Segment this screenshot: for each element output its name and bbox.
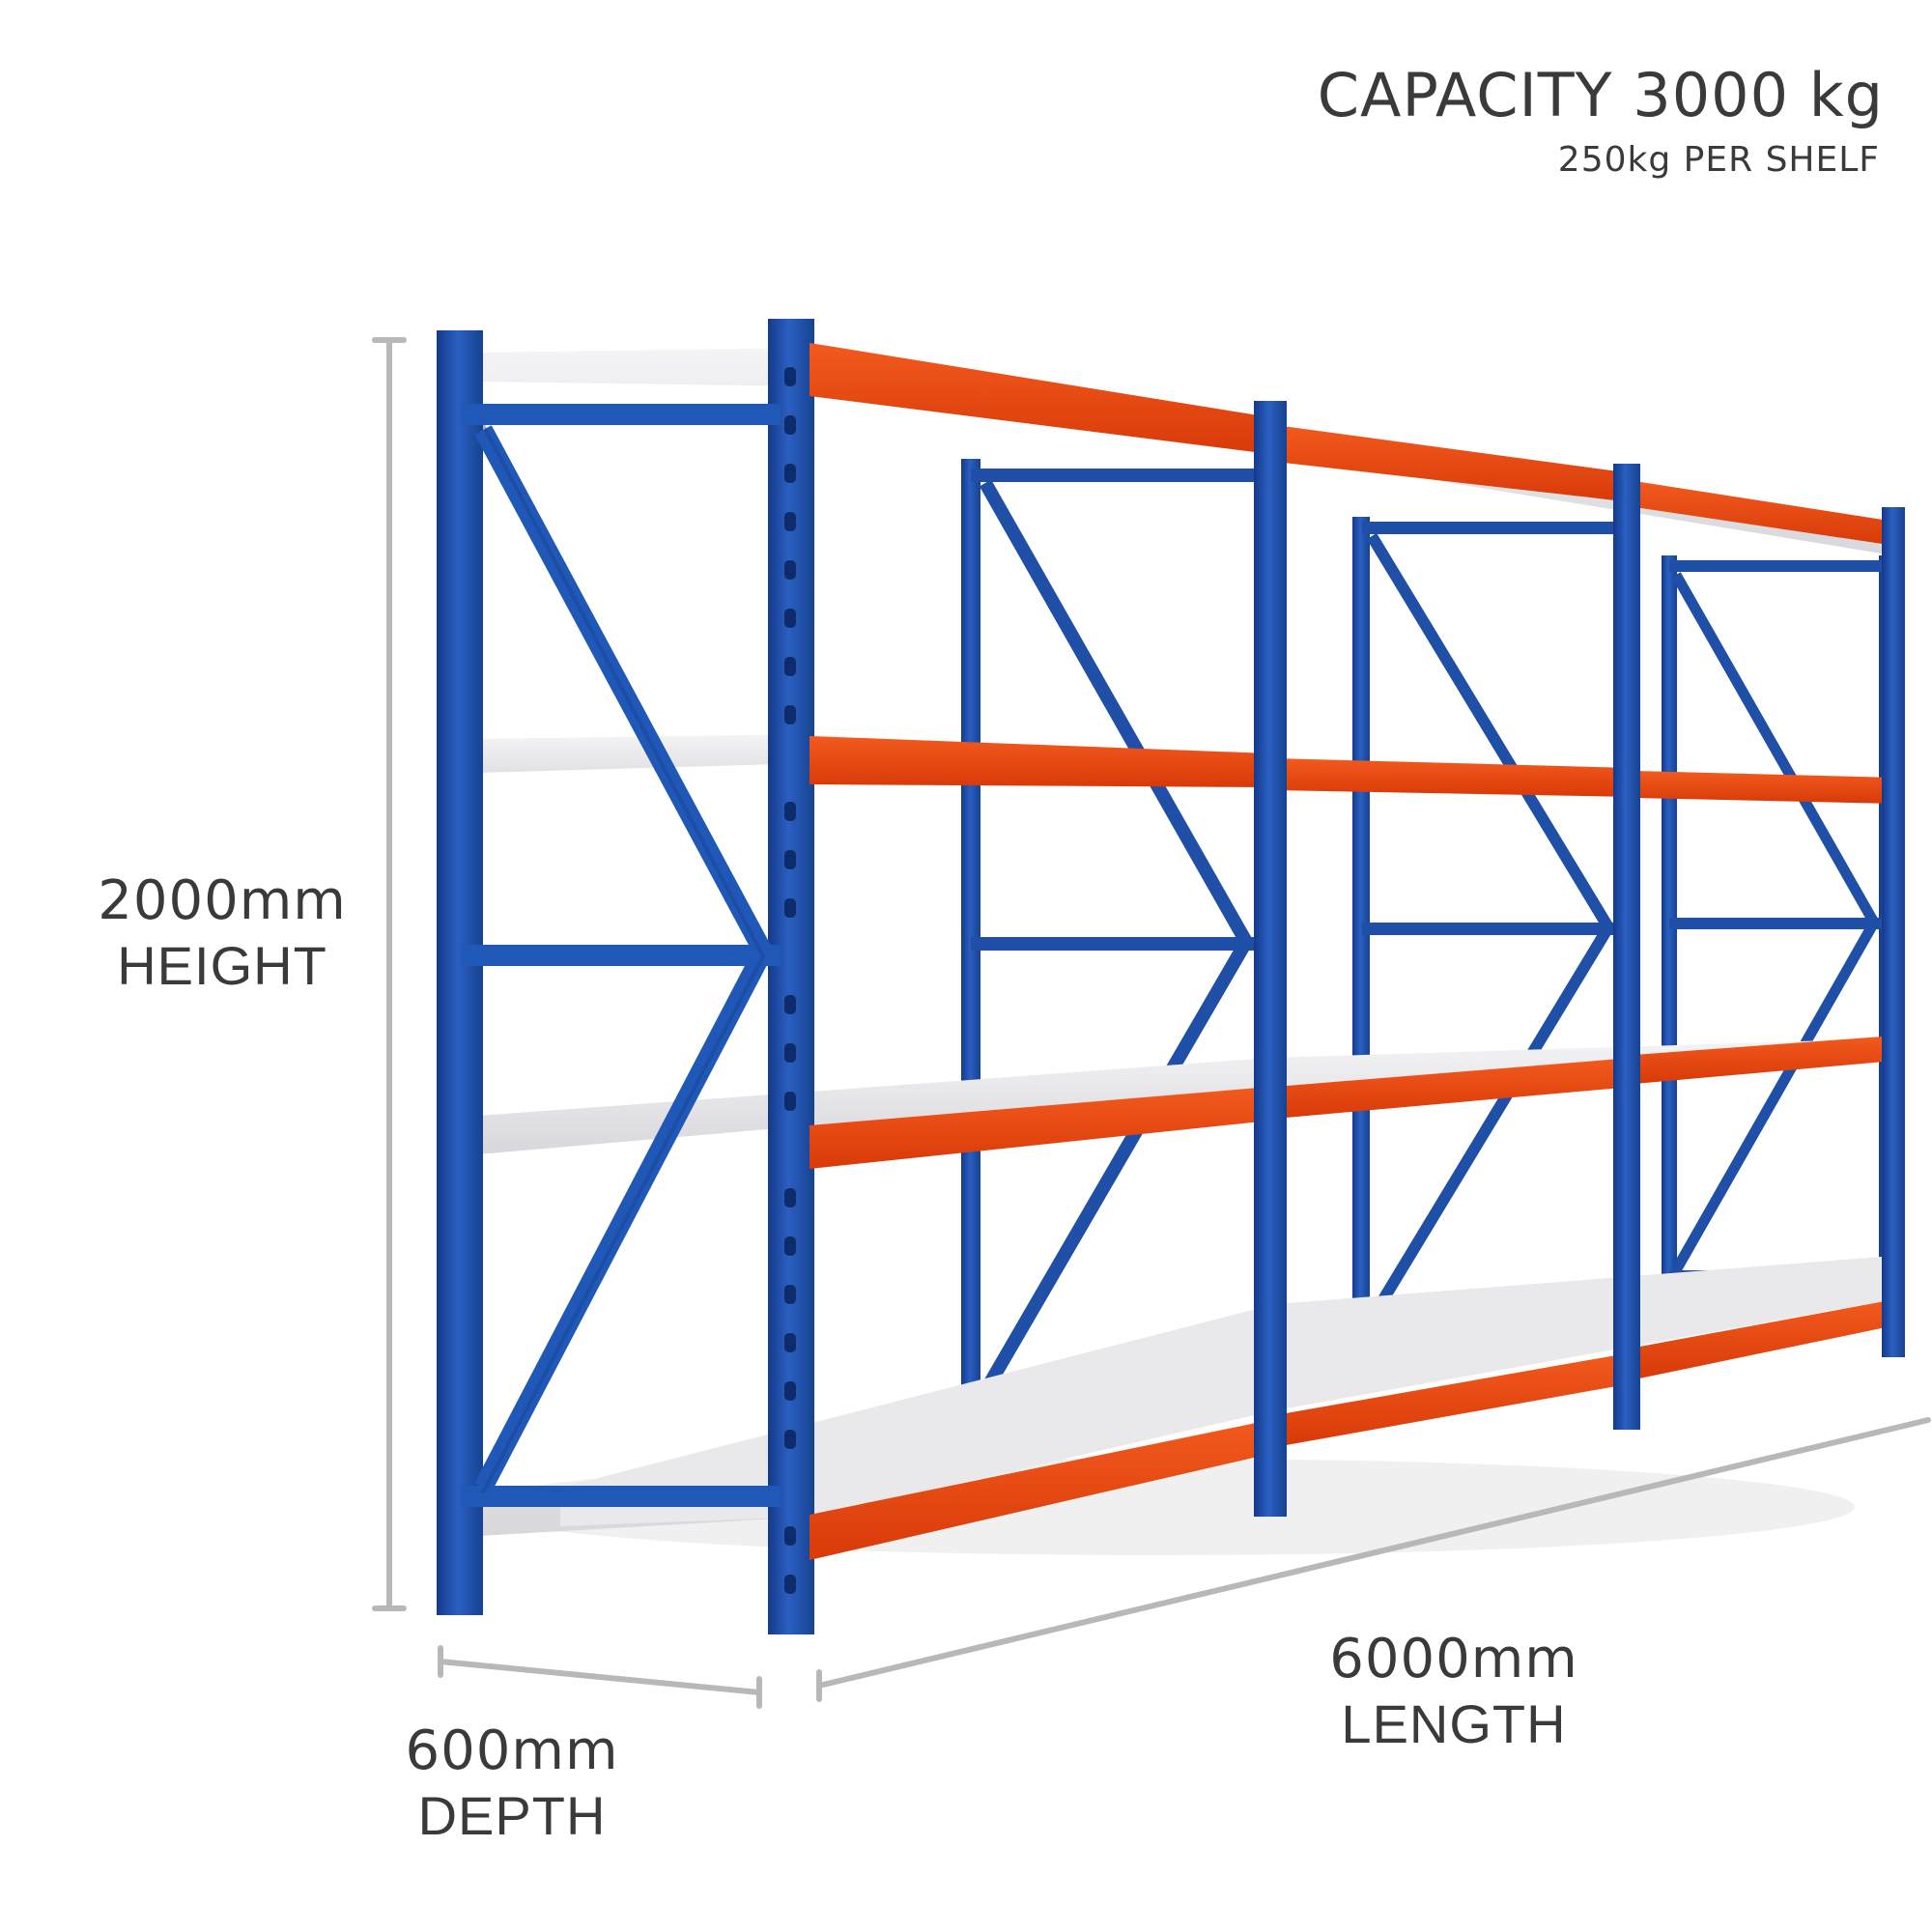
back-frame-2 (1352, 517, 1631, 1338)
back-frame-3 (1662, 555, 1894, 1290)
depth-label: DEPTH (417, 1785, 607, 1846)
back-frame-1 (961, 459, 1273, 1410)
height-value: 2000mm (98, 869, 347, 932)
capacity-title: CAPACITY 3000 kg (1317, 60, 1884, 130)
length-label: LENGTH (1341, 1693, 1567, 1754)
length-value: 6000mm (1329, 1628, 1578, 1690)
front-left-frame (437, 319, 814, 1634)
dimension-lines (372, 337, 1931, 1709)
front-beams (810, 343, 1895, 1560)
per-shelf-capacity: 250kg PER SHELF (1557, 140, 1880, 180)
depth-value: 600mm (405, 1719, 619, 1782)
height-label: HEIGHT (117, 935, 327, 996)
front-posts (1254, 401, 1905, 1517)
